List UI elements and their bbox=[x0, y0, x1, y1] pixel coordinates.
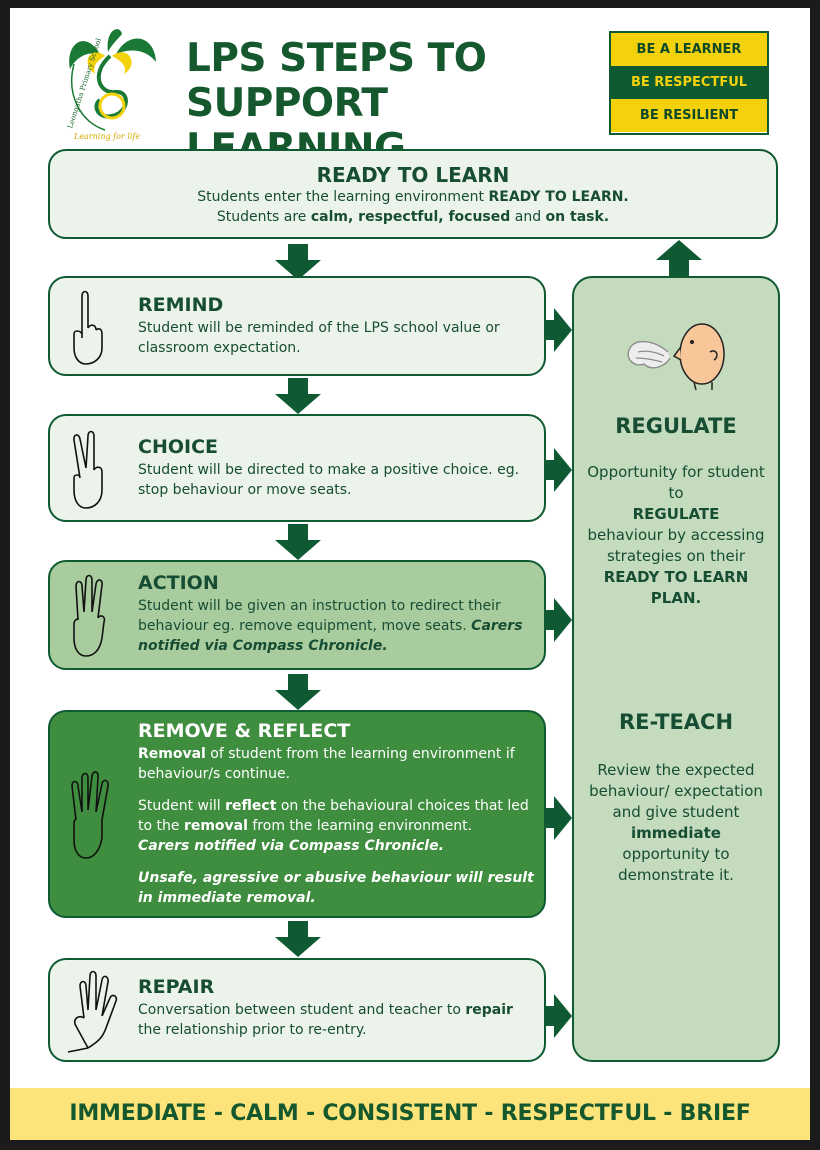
remove-bold: reflect bbox=[225, 798, 277, 814]
remove-title: REMOVE & REFLECT bbox=[138, 720, 351, 742]
arrow-down-icon bbox=[275, 378, 321, 414]
regulate-text: Opportunity for student to REGULATE behavi… bbox=[584, 462, 768, 609]
regulate-reteach-panel: REGULATE Opportunity for student to REGUL… bbox=[572, 276, 780, 1062]
open-hand-icon bbox=[71, 771, 109, 859]
ready-title: READY TO LEARN bbox=[316, 163, 510, 187]
arrow-up-icon bbox=[656, 240, 702, 276]
footer-banner: IMMEDIATE - CALM - CONSISTENT - RESPECTF… bbox=[10, 1088, 810, 1140]
arrow-right-icon bbox=[542, 308, 572, 352]
choice-text: Student will be directed to make a posit… bbox=[138, 462, 520, 498]
reteach-bold: immediate bbox=[631, 824, 721, 842]
action-title: ACTION bbox=[138, 572, 219, 594]
regulate-body: Opportunity for student to bbox=[587, 463, 765, 502]
arrow-down-icon bbox=[275, 921, 321, 957]
remove-para-1: Removal of student from the learning env… bbox=[138, 744, 540, 784]
arrow-right-icon bbox=[542, 448, 572, 492]
action-body: Student will be given an instruction to … bbox=[138, 598, 501, 634]
title-line-1: LPS STEPS TO bbox=[186, 36, 487, 81]
repair-bold: repair bbox=[465, 1002, 513, 1018]
repair-text: Conversation between student and teacher… bbox=[138, 1000, 538, 1040]
two-finger-hand-icon bbox=[73, 430, 103, 509]
regulate-bold: REGULATE bbox=[632, 505, 720, 523]
ready-text: Students enter the learning environment bbox=[197, 189, 489, 205]
step-remove-reflect: REMOVE & REFLECT Removal of student from… bbox=[48, 710, 546, 918]
remove-text: on the behavioural choices that led to t… bbox=[138, 798, 529, 834]
remove-para-3: Unsafe, agressive or abusive behaviour w… bbox=[138, 870, 534, 906]
remind-text: Student will be reminded of the LPS scho… bbox=[138, 320, 500, 356]
arrow-right-icon bbox=[542, 598, 572, 642]
action-carers-note: Carers notified via Compass Chronicle. bbox=[138, 618, 523, 654]
ready-line-1: Students enter the learning environment … bbox=[50, 187, 776, 207]
ready-text: and bbox=[510, 209, 546, 225]
remove-text: of student from the learning environment… bbox=[138, 746, 515, 782]
repair-body: the relationship prior to re-entry. bbox=[138, 1022, 367, 1038]
remove-bold: removal bbox=[183, 818, 248, 834]
remove-text: Student will bbox=[138, 798, 226, 814]
school-logo: Leongatha Primary School Learning for li… bbox=[60, 24, 170, 144]
value-learner: BE A LEARNER bbox=[611, 33, 767, 66]
breathing-face-icon bbox=[627, 323, 725, 390]
arrow-down-icon bbox=[275, 674, 321, 710]
regulate-title: REGULATE bbox=[615, 414, 737, 438]
remove-text: from the learning environment. bbox=[247, 818, 473, 834]
leaves-icon bbox=[69, 29, 156, 131]
reteach-text: Review the expected behaviour/ expectati… bbox=[584, 760, 768, 886]
regulate-body: behaviour by accessing strategies on the… bbox=[587, 526, 765, 565]
arrow-right-icon bbox=[542, 796, 572, 840]
poster: Leongatha Primary School Learning for li… bbox=[10, 8, 810, 1140]
reteach-body: Review the expected behaviour/ expectati… bbox=[589, 761, 763, 821]
reteach-title: RE-TEACH bbox=[618, 710, 734, 734]
remove-carers-note: Carers notified via Compass Chronicle. bbox=[138, 838, 444, 854]
ready-bold: calm, respectful, focused bbox=[310, 209, 511, 225]
repair-body: Conversation between student and teacher… bbox=[138, 1002, 466, 1018]
remove-para-2: Student will reflect on the behavioural … bbox=[138, 796, 540, 856]
ready-line-2: Students are calm, respectful, focused a… bbox=[50, 207, 776, 227]
step-repair: REPAIR Conversation between student and … bbox=[48, 958, 546, 1062]
one-finger-hand-icon bbox=[73, 290, 103, 365]
arrow-down-icon bbox=[275, 524, 321, 560]
ready-text: Students are bbox=[216, 209, 311, 225]
value-resilient: BE RESILIENT bbox=[611, 99, 767, 132]
ready-to-learn-box: READY TO LEARN Students enter the learni… bbox=[48, 149, 778, 239]
school-values: BE A LEARNER BE RESPECTFUL BE RESILIENT bbox=[609, 31, 769, 135]
step-choice: CHOICE Student will be directed to make … bbox=[48, 414, 546, 522]
regulate-bold: READY TO LEARN PLAN. bbox=[603, 568, 749, 607]
step-action: ACTION Student will be given an instruct… bbox=[48, 560, 546, 670]
action-text: Student will be given an instruction to … bbox=[138, 596, 538, 656]
repair-title: REPAIR bbox=[138, 976, 215, 998]
remind-title: REMIND bbox=[138, 294, 224, 316]
arrow-down-icon bbox=[275, 244, 321, 280]
choice-title: CHOICE bbox=[138, 436, 218, 458]
step-remind: REMIND Student will be reminded of the L… bbox=[48, 276, 546, 376]
three-finger-hand-icon bbox=[73, 574, 106, 657]
arrow-right-icon bbox=[542, 994, 572, 1038]
reaching-hand-icon bbox=[67, 970, 118, 1053]
value-respectful: BE RESPECTFUL bbox=[611, 66, 767, 99]
remove-bold: Removal bbox=[138, 746, 206, 762]
reteach-body: opportunity to demonstrate it. bbox=[618, 845, 734, 884]
ready-bold: on task. bbox=[545, 209, 610, 225]
ready-bold: READY TO LEARN. bbox=[488, 189, 629, 205]
school-motto: Learning for life bbox=[74, 132, 141, 141]
